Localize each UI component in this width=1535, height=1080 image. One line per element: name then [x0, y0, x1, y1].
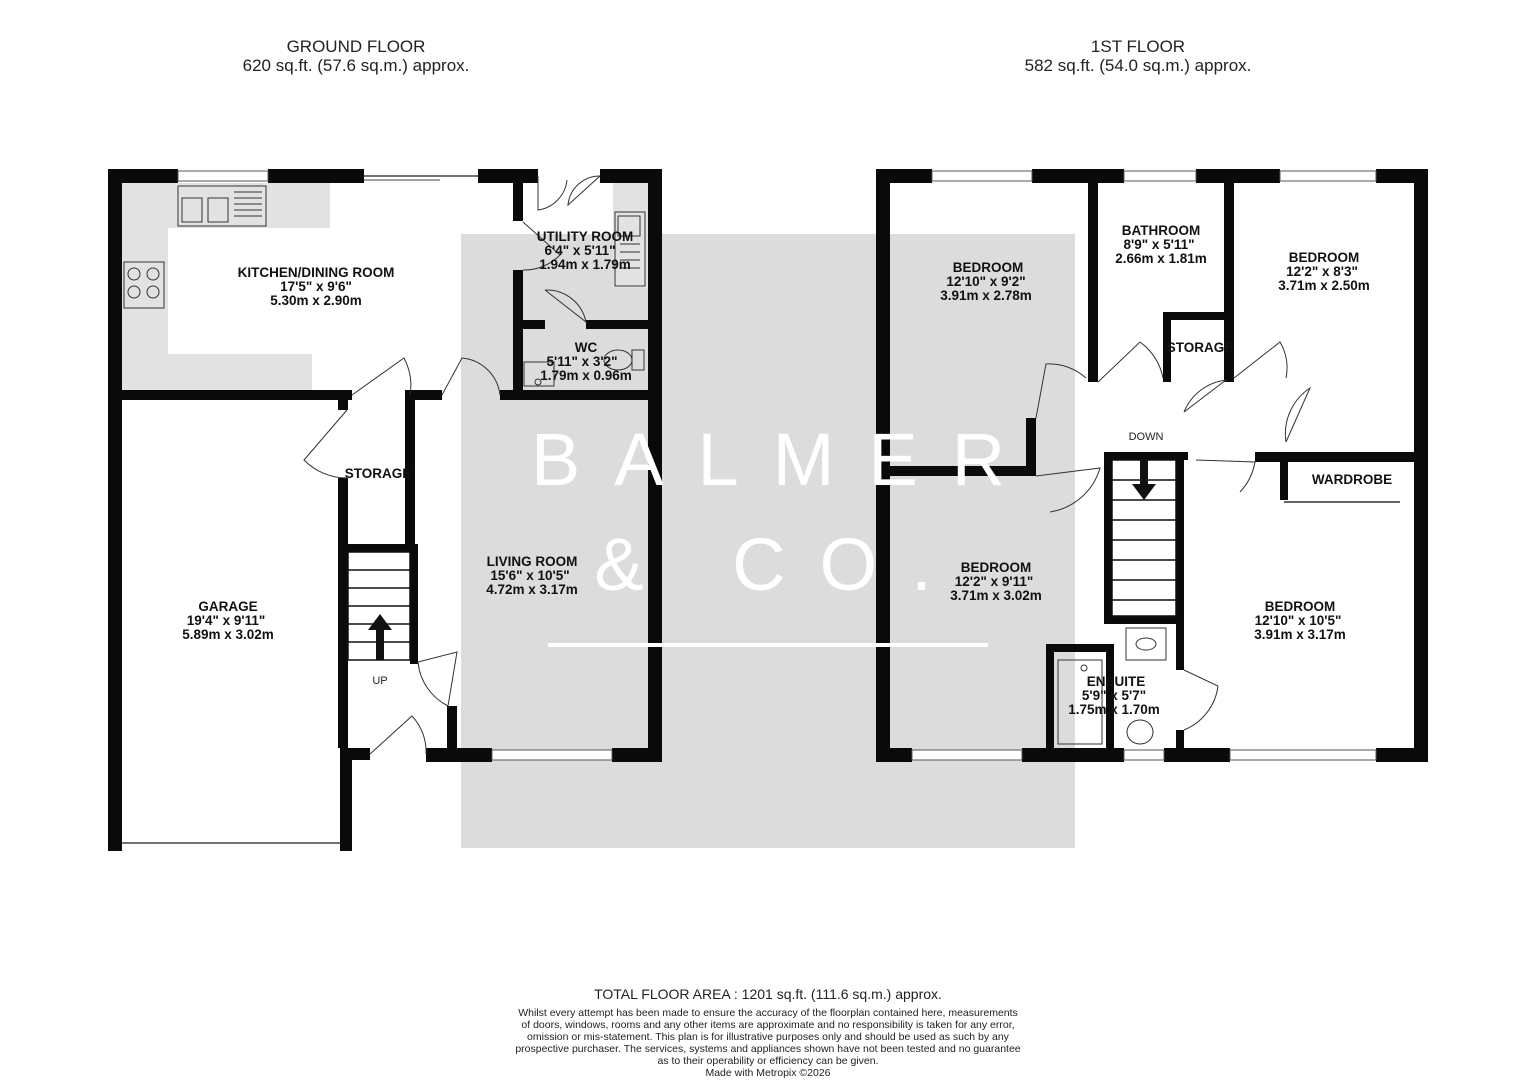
svg-text:12'2" x 8'3": 12'2" x 8'3"	[1286, 264, 1358, 279]
svg-text:1.75m x 1.70m: 1.75m x 1.70m	[1068, 702, 1160, 717]
kitchen-counter	[122, 183, 330, 354]
wc-fixtures	[523, 349, 645, 387]
kitchen-counter-lower	[122, 354, 312, 390]
first-floor-stairs	[1111, 459, 1177, 617]
svg-text:12'2" x 9'11": 12'2" x 9'11"	[955, 574, 1034, 589]
watermark-line1: BALMER	[531, 418, 1039, 501]
svg-text:1.94m x 1.79m: 1.94m x 1.79m	[539, 257, 631, 272]
room-label-ensuite: ENSUITE 5'9" x 5'7" 1.75m x 1.70m	[1068, 674, 1160, 717]
disclaimer-line: Whilst every attempt has been made to en…	[518, 1007, 1018, 1019]
first-floor-plan	[876, 169, 1428, 762]
window-living	[491, 749, 613, 761]
room-label-living: LIVING ROOM 15'6" x 10'5" 4.72m x 3.17m	[486, 554, 578, 597]
window-bedroom-sw	[911, 749, 1023, 761]
utility-sink	[614, 211, 646, 287]
window-kitchen	[177, 170, 269, 182]
window-bedroom-ne	[1279, 170, 1377, 182]
ground-floor-walls	[108, 169, 662, 851]
disclaimer-line: prospective purchaser. The services, sys…	[515, 1043, 1021, 1055]
svg-text:BEDROOM: BEDROOM	[1289, 250, 1360, 265]
ground-floor-plan	[108, 169, 662, 851]
svg-text:3.71m x 3.02m: 3.71m x 3.02m	[950, 588, 1042, 603]
svg-text:5.30m x 2.90m: 5.30m x 2.90m	[270, 293, 362, 308]
footer: TOTAL FLOOR AREA : 1201 sq.ft. (111.6 sq…	[468, 986, 1068, 1079]
room-label-bedroom-se: BEDROOM 12'10" x 10'5" 3.91m x 3.17m	[1254, 599, 1346, 642]
svg-text:17'5" x 9'6": 17'5" x 9'6"	[280, 279, 352, 294]
ground-floor-door-swings	[303, 175, 601, 755]
ensuite-fixtures	[1057, 627, 1167, 745]
disclaimer-line: omission or mis-statement. This plan is …	[527, 1031, 1009, 1043]
watermark-line2: & CO.	[594, 523, 965, 606]
svg-text:GARAGE: GARAGE	[198, 599, 257, 614]
ground-floor-header: GROUND FLOOR 620 sq.ft. (57.6 sq.m.) app…	[156, 37, 556, 75]
first-floor-door-swings	[1035, 341, 1312, 731]
disclaimer-line: as to their operability or efficiency ca…	[657, 1055, 879, 1067]
first-floor-header: 1ST FLOOR 582 sq.ft. (54.0 sq.m.) approx…	[938, 37, 1338, 75]
disclaimer-line: of doors, windows, rooms and any other i…	[521, 1019, 1015, 1031]
room-label-bedroom-nw: BEDROOM 12'10" x 9'2" 3.91m x 2.78m	[940, 260, 1032, 303]
svg-text:12'10" x 9'2": 12'10" x 9'2"	[946, 274, 1025, 289]
window-bedroom-nw	[931, 170, 1033, 182]
svg-text:12'10" x 10'5": 12'10" x 10'5"	[1255, 613, 1342, 628]
room-label-kitchen: KITCHEN/DINING ROOM 17'5" x 9'6" 5.30m x…	[238, 265, 395, 308]
svg-text:3.91m x 3.17m: 3.91m x 3.17m	[1254, 627, 1346, 642]
room-label-garage: GARAGE 19'4" x 9'11" 5.89m x 3.02m	[182, 599, 274, 642]
svg-text:2.66m x 1.81m: 2.66m x 1.81m	[1115, 251, 1207, 266]
first-floor-title: 1ST FLOOR	[1090, 37, 1186, 56]
watermark-underline	[548, 643, 988, 647]
stairs-up-label: UP	[372, 675, 387, 687]
svg-text:5'9" x 5'7": 5'9" x 5'7"	[1082, 688, 1146, 703]
ground-floor-title: GROUND FLOOR	[286, 37, 426, 56]
svg-text:6'4" x 5'11": 6'4" x 5'11"	[544, 243, 615, 258]
first-floor-area: 582 sq.ft. (54.0 sq.m.) approx.	[1024, 56, 1252, 75]
credit: Made with Metropix ©2026	[705, 1067, 831, 1079]
window-bathroom	[1123, 170, 1197, 182]
svg-text:3.91m x 2.78m: 3.91m x 2.78m	[940, 288, 1032, 303]
room-label-utility: UTILITY ROOM 6'4" x 5'11" 1.94m x 1.79m	[537, 229, 634, 272]
window-ensuite	[1123, 749, 1165, 761]
svg-text:WC: WC	[575, 340, 598, 355]
room-label-wardrobe: WARDROBE	[1312, 472, 1392, 487]
svg-text:8'9" x 5'11": 8'9" x 5'11"	[1123, 237, 1194, 252]
svg-text:5'11" x 3'2": 5'11" x 3'2"	[546, 354, 617, 369]
watermark-block	[461, 234, 1075, 848]
room-label-bedroom-ne: BEDROOM 12'2" x 8'3" 3.71m x 2.50m	[1278, 250, 1370, 293]
room-label-storage-first: STORAGE	[1167, 340, 1234, 355]
svg-text:3.71m x 2.50m: 3.71m x 2.50m	[1278, 278, 1370, 293]
room-label-bedroom-sw: BEDROOM 12'2" x 9'11" 3.71m x 3.02m	[950, 560, 1042, 603]
svg-text:ENSUITE: ENSUITE	[1087, 674, 1146, 689]
svg-text:KITCHEN/DINING ROOM: KITCHEN/DINING ROOM	[238, 265, 395, 280]
svg-text:1.79m x 0.96m: 1.79m x 0.96m	[540, 368, 632, 383]
svg-text:19'4" x 9'11": 19'4" x 9'11"	[187, 613, 266, 628]
stairs-down-label: DOWN	[1129, 431, 1164, 443]
svg-text:5.89m x 3.02m: 5.89m x 3.02m	[182, 627, 274, 642]
total-floor-area: TOTAL FLOOR AREA : 1201 sq.ft. (111.6 sq…	[594, 986, 942, 1002]
svg-text:UTILITY ROOM: UTILITY ROOM	[537, 229, 634, 244]
first-floor-walls	[876, 169, 1428, 762]
ground-floor-area: 620 sq.ft. (57.6 sq.m.) approx.	[242, 56, 470, 75]
stairs-down-arrow	[1132, 460, 1156, 500]
svg-text:BEDROOM: BEDROOM	[961, 560, 1032, 575]
room-label-storage-ground: STORAGE	[345, 466, 412, 481]
room-label-wc: WC 5'11" x 3'2" 1.79m x 0.96m	[540, 340, 632, 383]
svg-text:LIVING ROOM: LIVING ROOM	[487, 554, 578, 569]
svg-text:BEDROOM: BEDROOM	[953, 260, 1024, 275]
svg-text:BEDROOM: BEDROOM	[1265, 599, 1336, 614]
window-bedroom-se	[1229, 749, 1377, 761]
stairs-up-arrow	[368, 614, 392, 660]
svg-text:15'6" x 10'5": 15'6" x 10'5"	[490, 568, 569, 583]
svg-text:BATHROOM: BATHROOM	[1122, 223, 1201, 238]
svg-text:4.72m x 3.17m: 4.72m x 3.17m	[486, 582, 578, 597]
kitchen-hob	[123, 261, 165, 309]
kitchen-sink	[177, 185, 267, 227]
room-label-bathroom: BATHROOM 8'9" x 5'11" 2.66m x 1.81m	[1115, 223, 1207, 266]
disclaimer: Whilst every attempt has been made to en…	[468, 1007, 1068, 1079]
